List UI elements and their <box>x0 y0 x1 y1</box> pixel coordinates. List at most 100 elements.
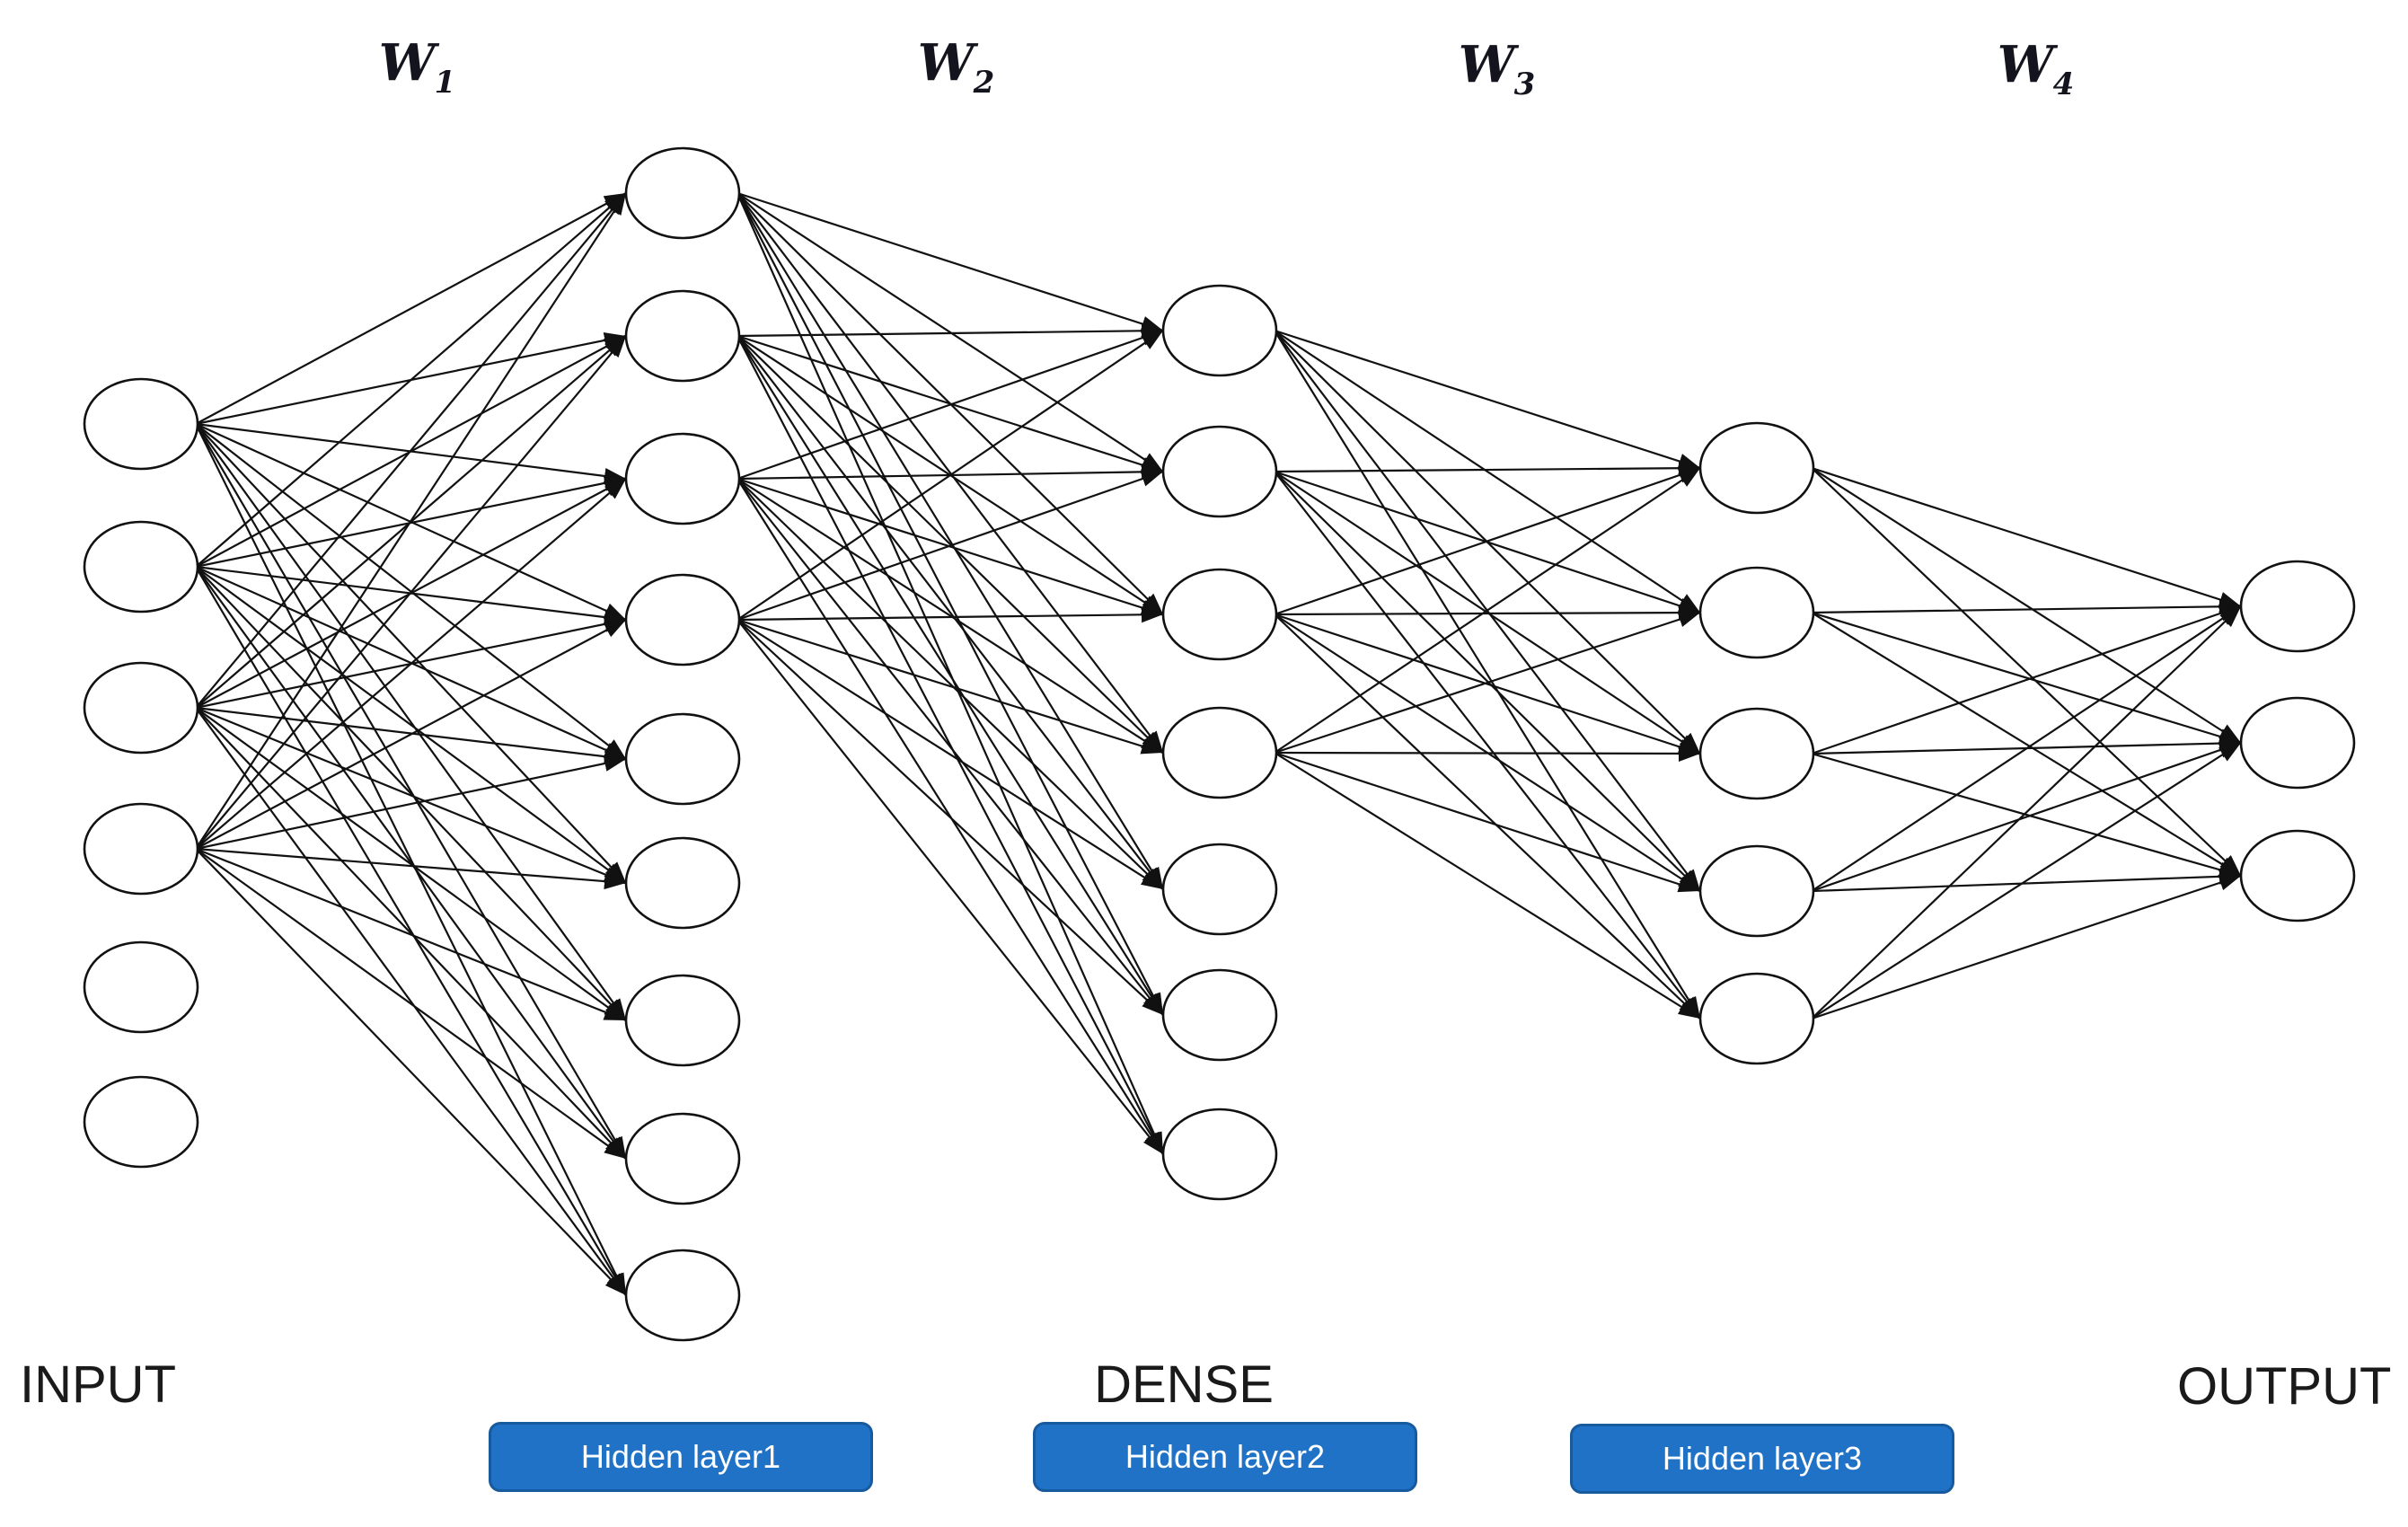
weight-subscript: 2 <box>973 65 996 101</box>
connection-edge <box>195 706 627 885</box>
connection-edge <box>737 478 1164 754</box>
connection-edge <box>737 470 1164 622</box>
connection-edge <box>1811 605 2242 1019</box>
connection-edge <box>1811 868 2242 893</box>
hidden3-neuron-node <box>1698 844 1815 938</box>
hidden2-neuron-node <box>1161 843 1278 936</box>
input-neuron-node <box>83 520 199 613</box>
connection-edge <box>195 335 627 850</box>
connection-edge <box>195 847 627 890</box>
hidden1-neuron-node <box>624 712 741 806</box>
connection-edge <box>1274 330 1701 1019</box>
connection-edge <box>737 478 1164 1016</box>
weight-symbol: W <box>1997 35 2055 94</box>
hidden-layer3-button[interactable]: Hidden layer3 <box>1570 1424 1954 1494</box>
hidden1-neuron-node <box>624 1112 741 1205</box>
connection-edge <box>195 423 627 1021</box>
connection-edge <box>1274 329 1701 470</box>
connection-edge <box>195 423 627 1296</box>
input-neuron-node <box>83 802 199 896</box>
connection-edge <box>195 566 627 1021</box>
input-layer-caption: INPUT <box>20 1355 176 1414</box>
connection-edge <box>1811 612 2242 877</box>
hidden1-neuron-node <box>624 573 741 666</box>
connection-edge <box>1811 742 2242 1019</box>
weight-symbol: W <box>1458 35 1516 94</box>
input-neuron-node <box>83 1075 199 1169</box>
output-layer-caption: OUTPUT <box>2177 1357 2392 1416</box>
hidden2-neuron-node <box>1161 968 1278 1062</box>
connection-edge <box>1274 471 1701 892</box>
connection-edge <box>1274 752 1701 1019</box>
connection-edge <box>1811 467 2242 877</box>
hidden1-neuron-node <box>624 146 741 240</box>
connection-edge <box>1274 605 1701 622</box>
connection-edge <box>1274 330 1701 613</box>
hidden3-neuron-node <box>1698 566 1815 659</box>
connection-edge <box>737 478 1164 890</box>
connection-edge <box>737 619 1164 1155</box>
connection-edge <box>195 192 627 568</box>
connection-edge <box>195 423 627 884</box>
connection-edge <box>1811 467 2242 744</box>
connection-edge <box>195 192 627 850</box>
connection-edge <box>1811 466 2242 608</box>
connection-edge <box>195 848 627 1160</box>
output-neuron-node <box>2239 560 2356 653</box>
connection-edge <box>737 335 1164 754</box>
hidden1-neuron-node <box>624 836 741 930</box>
connection-edge <box>1811 605 2242 892</box>
connection-edge <box>1811 611 2242 745</box>
connection-edge <box>195 566 627 1296</box>
connection-edge <box>195 619 627 850</box>
hidden2-neuron-node <box>1161 425 1278 518</box>
connection-edge <box>1811 874 2242 1020</box>
output-neuron-node <box>2239 696 2356 790</box>
hidden1-neuron-node <box>624 289 741 383</box>
connection-edge <box>1811 598 2242 615</box>
connection-edges <box>195 191 2242 1296</box>
hidden1-neuron-node <box>624 432 741 525</box>
connection-edge <box>737 335 1164 1016</box>
hidden3-neuron-node <box>1698 707 1815 800</box>
hidden2-neuron-node <box>1161 284 1278 377</box>
weight-label-w2: W2 <box>918 33 996 98</box>
connection-edge <box>1811 752 2242 878</box>
connection-edge <box>1274 751 1701 893</box>
hidden2-neuron-node <box>1161 706 1278 799</box>
connection-edge <box>195 707 627 1021</box>
connection-edge <box>737 192 1164 1016</box>
connection-edge <box>1274 745 1701 762</box>
connection-edge <box>737 322 1164 340</box>
hidden3-neuron-node <box>1698 421 1815 515</box>
connection-edge <box>737 192 1164 754</box>
connection-edge <box>737 330 1164 621</box>
connection-edge <box>195 478 627 850</box>
input-neuron-node <box>83 661 199 755</box>
weight-label-w1: W1 <box>379 33 457 98</box>
weight-label-w3: W3 <box>1458 35 1537 100</box>
connection-edge <box>195 707 627 1160</box>
connection-edge <box>737 619 1164 890</box>
connection-edge <box>737 335 1164 1155</box>
connection-edge <box>1274 613 1701 1019</box>
input-neuron-node <box>83 940 199 1034</box>
hidden2-neuron-node <box>1161 568 1278 661</box>
dense-layer-caption: DENSE <box>1094 1355 1274 1414</box>
connection-edge <box>195 847 627 1022</box>
connection-edge <box>195 566 627 1160</box>
connection-edge <box>195 566 627 884</box>
connection-edge <box>1274 611 1701 755</box>
connection-edge <box>195 848 627 1296</box>
connection-edge <box>1274 467 1701 754</box>
weight-label-w4: W4 <box>1997 35 2076 100</box>
connection-edge <box>1811 741 2242 893</box>
connection-edge <box>737 335 1164 890</box>
connection-edge <box>737 606 1164 623</box>
hidden-layer2-button[interactable]: Hidden layer2 <box>1033 1422 1417 1492</box>
hidden-layer1-button[interactable]: Hidden layer1 <box>489 1422 873 1492</box>
connection-edge <box>195 192 627 425</box>
connection-edge <box>1811 605 2242 755</box>
connection-edge <box>195 192 627 709</box>
